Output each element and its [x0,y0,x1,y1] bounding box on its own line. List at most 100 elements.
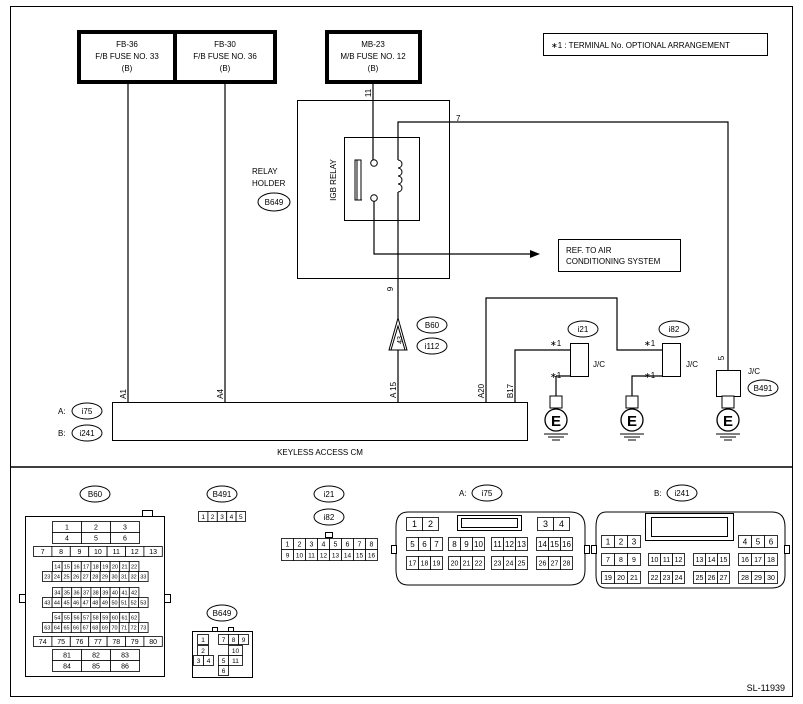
i75-pin-4-cell [553,517,570,531]
jc-i82: i82 J/C ∗1 ∗1 [644,320,698,380]
i21-pin-16: 16 [368,552,376,559]
i241-pin-11: 11 [663,557,670,564]
b60-pin-14: 14 [54,564,60,570]
b60-pin-45: 45 [63,600,69,606]
figure-id: SL-11939 [747,683,785,693]
b60-pin-41: 41 [121,590,127,596]
b60-pin-73: 73 [140,625,146,631]
relay-holder-label-1: RELAY [252,167,278,176]
fuse-fb30: FB-30 F/B FUSE NO. 36 (B) [173,30,277,84]
b60-pin-71: 71 [121,625,127,631]
i241-pin-3-cell [627,535,641,548]
i75-pin-14: 14 [538,540,547,549]
b60-pin-59: 59 [102,615,108,621]
b60-pin-17: 17 [83,564,89,570]
i75-pin-2: 2 [428,519,433,529]
fuse-mb23-name: MB-23 [361,40,385,49]
i75-pin-9: 9 [464,540,469,549]
i241-pin-12: 12 [675,557,683,564]
module-conn-a: i75 [82,407,93,416]
i241-pin-28: 28 [741,575,749,582]
b649-pin-9-cell [238,634,249,645]
terminal-note-text: ∗1 : TERMINAL No. OPTIONAL ARRANGEMENT [551,41,730,50]
jc-i82-star1: ∗1 [644,339,656,348]
b60-pin-86-cell [110,660,140,672]
i241-pin-9: 9 [632,557,636,564]
i21-pin-15: 15 [356,552,364,559]
i241-pin-1: 1 [606,537,611,546]
relay-pin-9: 9 [386,286,395,291]
relay-holder: IGB RELAY 11 7 9 [297,88,461,291]
i75-pin-20: 20 [451,561,459,568]
connector-b60-label: B60 [88,490,103,499]
b60-pin-58: 58 [93,615,99,621]
i75-pin-11: 11 [493,540,502,549]
b60-pin-20: 20 [112,564,118,570]
i75-pin-28: 28 [563,561,571,568]
i21-pin-12: 12 [320,552,328,559]
b60-pin-26: 26 [73,574,79,580]
i241-pin-24: 24 [675,575,683,582]
ground-2: E [620,395,644,441]
module-pin-b17: B17 [506,383,515,398]
b60-pin-54: 54 [54,615,60,621]
i75-pin-17: 17 [409,561,417,568]
b60-pin-51: 51 [121,600,127,606]
i75-pin-26: 26 [539,561,547,568]
connector-i241-prefix: B: [654,489,662,498]
i75-pin-13: 13 [517,540,526,549]
b60-pin-10: 10 [94,549,102,556]
i241-pin-20: 20 [617,575,625,582]
b60-pin-21: 21 [121,564,127,570]
fuse-fb36-name: FB-36 [116,40,138,49]
b60-pin-32: 32 [131,574,137,580]
b60-pin-48: 48 [92,600,98,606]
i75-pin-6: 6 [422,540,427,549]
i75-pin-22: 22 [475,561,483,568]
b649-pin-4-cell [203,655,214,666]
i75-pin-10-cell [472,537,485,551]
relay-holder-label-2: HOLDER [252,179,286,188]
ref-air-conditioning[interactable]: REF. TO AIR CONDITIONING SYSTEM [558,239,681,272]
i75-pin-19: 19 [433,561,441,568]
i241-pin-30: 30 [767,575,775,582]
b60-pin-40: 40 [112,590,118,596]
i241-pin-29: 29 [754,575,762,582]
b60-pin-29: 29 [102,574,108,580]
b60-pin-78: 78 [112,639,120,646]
i75-pin-21: 21 [463,561,471,568]
fuse-mb23: MB-23 M/B FUSE NO. 12 (B) [325,30,422,84]
module-conn-b-label: B: [58,429,66,438]
b60-pin-82: 82 [92,653,100,660]
b649-pin-5: 5 [222,658,226,665]
b60-pin-23: 23 [44,574,50,580]
b649-pin-1: 1 [201,637,205,644]
connector-i241-label: i241 [674,489,690,498]
b60-pin-49: 49 [102,600,108,606]
jc-i21-jc: J/C [593,360,605,369]
connector-b491-label: B491 [213,490,232,499]
b60-pin-86: 86 [121,664,129,671]
ground-3: E [716,395,740,441]
ref-line1: REF. TO AIR [566,246,612,255]
jc-b491-jc: J/C [748,367,760,376]
module-conn-a-label: A: [58,407,66,416]
b60-pin-33-cell [138,571,149,582]
i241-pin-15: 15 [720,557,728,564]
i241-pin-9-cell [627,553,641,566]
module-name: KEYLESS ACCESS CM [277,448,363,457]
module-pin-a1: A1 [119,389,128,399]
b60-pin-55: 55 [64,615,70,621]
b60-pin-81: 81 [63,653,71,660]
ground-1-symbol: E [551,413,561,430]
b60-pin-73-cell [138,622,149,633]
b649-pin-7: 7 [222,637,226,644]
i241-pin-17: 17 [754,557,762,564]
b649-pin-8: 8 [232,637,236,644]
i241-pin-19: 19 [604,575,612,582]
jc-b491-label: B491 [754,384,773,393]
i21-pin-5: 5 [334,542,338,549]
b60-pin-57: 57 [83,615,89,621]
